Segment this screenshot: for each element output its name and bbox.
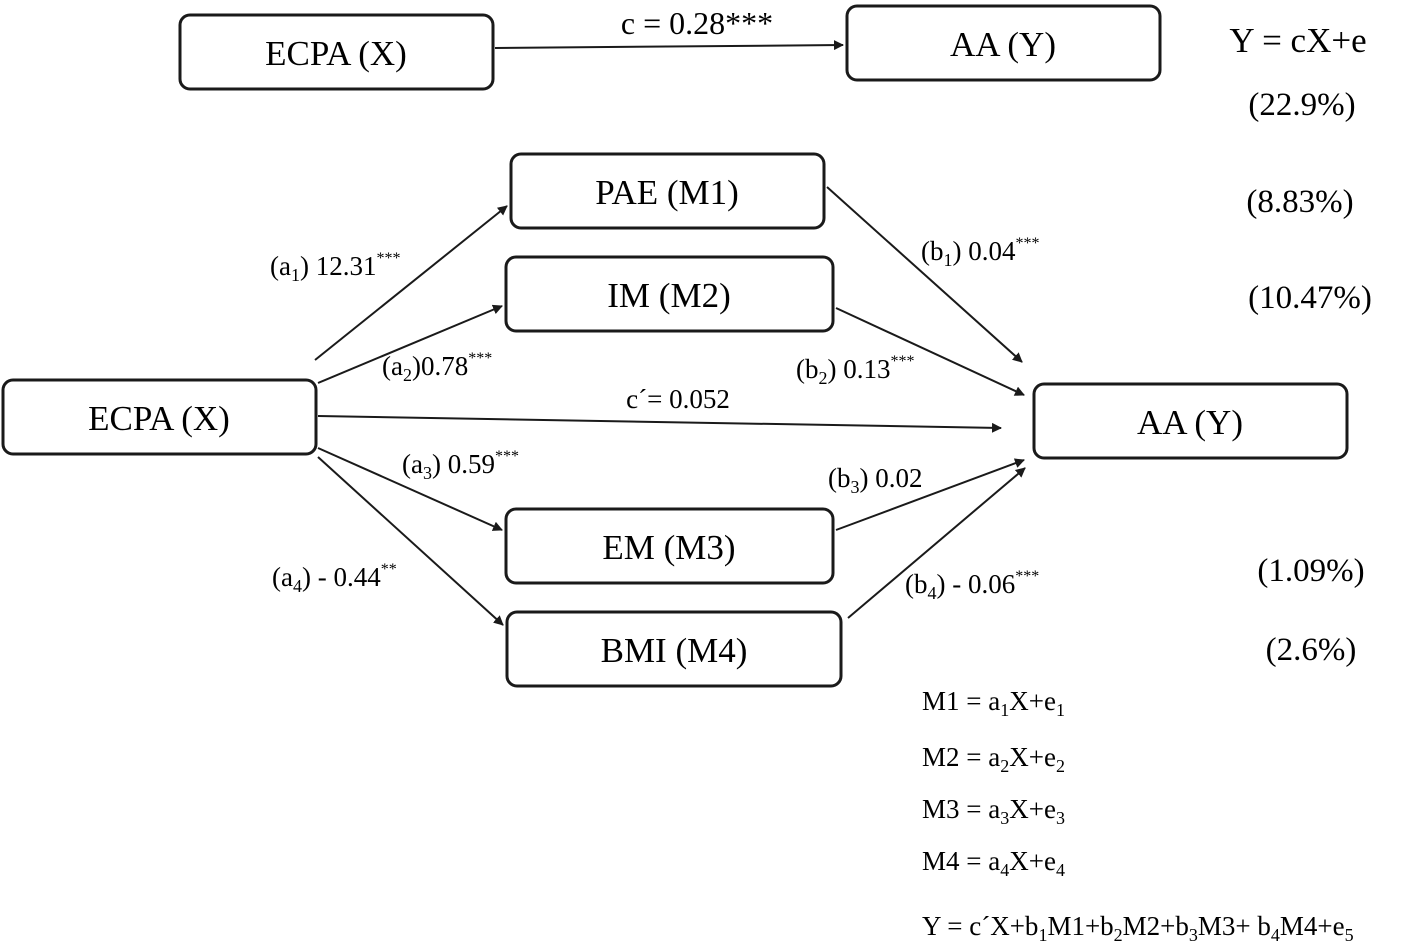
path-a3-label: (a3) 0.59*** [402, 448, 519, 483]
mediator-m3-label: EM (M3) [602, 528, 735, 567]
mediation-y-label: AA (Y) [1137, 403, 1243, 442]
mediator-m4-label: BMI (M4) [601, 631, 748, 670]
m4-r2: (2.6%) [1266, 632, 1357, 668]
mediator-m2-box [504, 255, 835, 333]
path-a1-arrow [314, 205, 508, 361]
mediation-x-box [1, 378, 318, 456]
m1-r2: (8.83%) [1246, 184, 1353, 220]
m2-r2: (10.47%) [1248, 280, 1372, 316]
path-c-label: c = 0.28*** [621, 5, 773, 41]
mediation-y-box [1032, 382, 1349, 460]
path-a2-label: (a2)0.78*** [382, 350, 492, 385]
mediator-m2-label: IM (M2) [607, 276, 730, 315]
total-y-box [845, 4, 1162, 82]
path-a2-arrow [317, 304, 503, 384]
path-b1-label: (b1) 0.04*** [921, 235, 1040, 270]
path-b4-arrow [847, 467, 1026, 619]
equation-m2: M2 = a2X+e2 [922, 742, 1065, 776]
equation-m3: M3 = a3X+e3 [922, 794, 1065, 828]
path-a4-arrow [317, 456, 504, 626]
total-effect-r2: (22.9%) [1248, 87, 1355, 123]
path-c-prime-label: c´= 0.052 [626, 384, 730, 414]
total-effect-equation: Y = cX+e [1229, 21, 1366, 60]
mediation-model: ECPA (X) AA (Y) PAE (M1) IM (M2) EM (M3)… [1, 152, 1372, 688]
path-b2-label: (b2) 0.13*** [796, 353, 915, 388]
mediator-m1-label: PAE (M1) [595, 173, 739, 212]
path-a4-label: (a4) - 0.44** [272, 561, 397, 596]
mediator-m3-box [504, 507, 835, 585]
equation-y: Y = c´X+b1M1+b2M2+b3M3+ b4M4+e5 [922, 911, 1354, 945]
model-equations: M1 = a1X+e1 M2 = a2X+e2 M3 = a3X+e3 M4 =… [922, 686, 1354, 945]
path-a1-label: (a1) 12.31*** [270, 250, 400, 285]
total-x-label: ECPA (X) [265, 34, 407, 73]
equation-m4: M4 = a4X+e4 [922, 846, 1065, 880]
path-b2-arrow [835, 307, 1025, 396]
total-x-box [178, 13, 495, 91]
path-c-arrow [494, 40, 844, 51]
path-b3-arrow [835, 458, 1025, 531]
mediation-x-label: ECPA (X) [88, 399, 230, 438]
path-b1-arrow [826, 186, 1023, 363]
m3-r2: (1.09%) [1257, 553, 1364, 589]
mediator-m1-box [509, 152, 826, 230]
mediator-m4-box [505, 610, 843, 688]
path-c-prime-arrow [317, 415, 1002, 433]
total-effect-model: ECPA (X) AA (Y) c = 0.28*** Y = cX+e (22… [178, 4, 1367, 123]
total-y-label: AA (Y) [950, 25, 1056, 64]
equation-m1: M1 = a1X+e1 [922, 686, 1065, 720]
path-b4-label: (b4) - 0.06*** [905, 568, 1039, 603]
path-b3-label: (b3) 0.02 [828, 463, 923, 497]
path-a3-arrow [317, 447, 503, 531]
